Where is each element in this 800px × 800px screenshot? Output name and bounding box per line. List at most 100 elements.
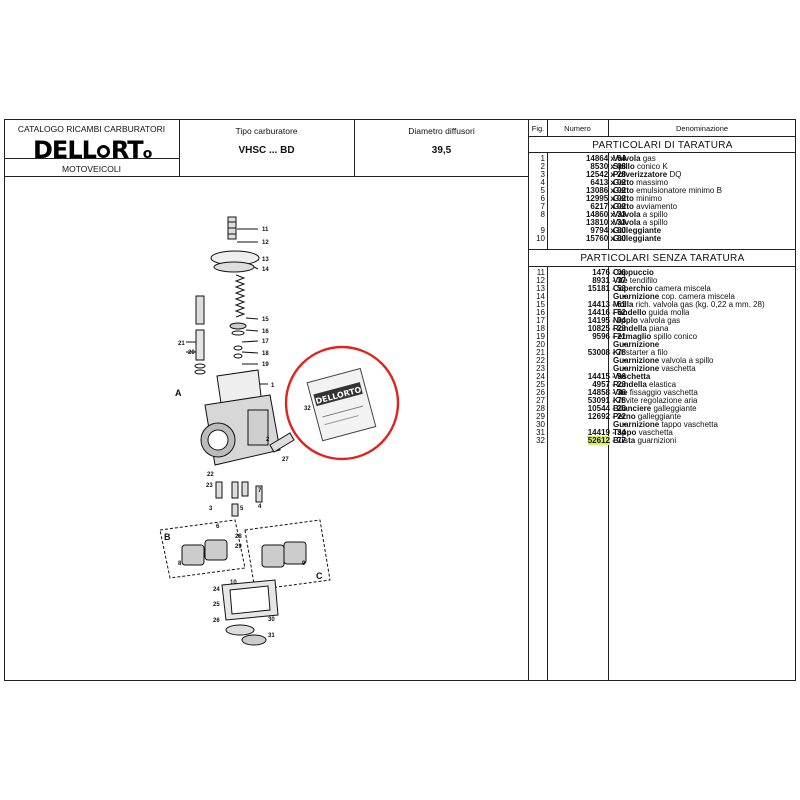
part-fig: 23 bbox=[536, 364, 545, 373]
part-number: 6413 x 02 bbox=[590, 178, 626, 187]
callout-21: 21 bbox=[178, 341, 185, 347]
part-description: Valvola a spillo bbox=[613, 210, 668, 219]
part-row: 23•Guarnizione vaschetta bbox=[529, 365, 796, 373]
callout-7: 7 bbox=[258, 488, 262, 494]
part-description: Cappuccio bbox=[613, 268, 654, 277]
callout-4: 4 bbox=[258, 504, 262, 510]
callout-29: 29 bbox=[235, 544, 242, 550]
gasket-packet: DELLORTO bbox=[306, 367, 377, 442]
callout-12: 12 bbox=[262, 240, 269, 246]
part-fig: 31 bbox=[536, 428, 545, 437]
part-description: Guarnizione tappo vaschetta bbox=[613, 420, 718, 429]
part-fig: 28 bbox=[536, 404, 545, 413]
part-number: 12692 - 22 bbox=[587, 412, 626, 421]
callout-11: 11 bbox=[262, 227, 269, 233]
part-fig: 29 bbox=[536, 412, 545, 421]
part-row: 30•Guarnizione tappo vaschetta bbox=[529, 421, 796, 429]
col-rule-b-2 bbox=[608, 266, 609, 681]
type-label: Tipo carburatore bbox=[235, 126, 298, 136]
callout-9: 9 bbox=[302, 561, 306, 567]
callout-3: 3 bbox=[209, 506, 213, 512]
callout-22: 22 bbox=[207, 472, 214, 478]
part-number: 8530 x 08 bbox=[590, 162, 626, 171]
callout-23: 23 bbox=[206, 483, 213, 489]
part-number: 6217 x 02 bbox=[590, 202, 626, 211]
part-description: Getto emulsionatore minimo B bbox=[613, 186, 722, 195]
part-number: 14416 - 52 bbox=[587, 308, 626, 317]
part-fig: 11 bbox=[536, 268, 545, 277]
part-fig: 4 bbox=[540, 178, 545, 187]
part-description: Polverizzatore DQ bbox=[613, 170, 682, 179]
highlight-circle bbox=[284, 345, 400, 461]
col-rule-b-1 bbox=[608, 152, 609, 249]
callout-15: 15 bbox=[262, 317, 269, 323]
col-rule-a-head bbox=[547, 119, 548, 136]
part-description: Guarnizione bbox=[613, 340, 660, 349]
part-description: Getto avviamento bbox=[613, 202, 678, 211]
callout-10: 10 bbox=[230, 580, 237, 586]
part-fig: 21 bbox=[536, 348, 545, 357]
callout-6: 6 bbox=[216, 524, 220, 530]
callout-20: 20 bbox=[188, 350, 195, 356]
part-fig: 2 bbox=[540, 162, 545, 171]
type-value: VHSC ... BD bbox=[238, 145, 295, 156]
part-description: Vaschetta bbox=[613, 372, 651, 381]
part-fig: 1 bbox=[540, 154, 545, 163]
part-number: 14860 x 33 bbox=[585, 210, 626, 219]
part-number: 13810 x 33 bbox=[585, 218, 626, 227]
part-fig: 10 bbox=[536, 234, 545, 243]
part-fig: 8 bbox=[540, 210, 545, 219]
callout-2: 2 bbox=[266, 437, 270, 443]
part-number: 9794 x 80 bbox=[590, 226, 626, 235]
group-label-B: B bbox=[164, 532, 171, 542]
part-number: • bbox=[623, 420, 626, 429]
part-number: 14413 - 61 bbox=[587, 300, 626, 309]
part-number: • bbox=[623, 340, 626, 349]
part-number: 14195 - 04 bbox=[587, 316, 626, 325]
part-fig: 9 bbox=[540, 226, 545, 235]
part-fig: 32 bbox=[536, 436, 545, 445]
part-description: Nipplo valvola gas bbox=[613, 316, 681, 325]
catalog-sheet bbox=[4, 119, 796, 681]
section1-rule bbox=[529, 152, 796, 153]
part-number: • bbox=[623, 292, 626, 301]
header-divider-2 bbox=[354, 119, 355, 176]
part-description: Spillo conico K bbox=[613, 162, 668, 171]
part-description: Valvola a spillo bbox=[613, 218, 668, 227]
part-number: 12542 x 28 bbox=[585, 170, 626, 179]
part-number: 14858 - 36 bbox=[587, 388, 626, 397]
part-description: Guarnizione cop. camera miscela bbox=[613, 292, 735, 301]
col-rule-b-head bbox=[608, 119, 609, 136]
col-rule-a-2 bbox=[547, 266, 548, 681]
callout-13: 13 bbox=[262, 257, 269, 263]
category-label: MOTOVEICOLI bbox=[62, 164, 121, 174]
part-number: 10825 - 23 bbox=[587, 324, 626, 333]
part-number: 14415 - 96 bbox=[587, 372, 626, 381]
part-number: 9596 - 21 bbox=[592, 332, 626, 341]
part-number: 8931 - 37 bbox=[592, 276, 626, 285]
callout-28: 28 bbox=[235, 534, 242, 540]
part-fig: 24 bbox=[536, 372, 545, 381]
col-fig-header: Fig. bbox=[531, 124, 545, 133]
part-fig: 13 bbox=[536, 284, 545, 293]
part-description: Perno galleggiante bbox=[613, 412, 682, 421]
callout-19: 19 bbox=[262, 362, 269, 368]
part-description: Rondella elastica bbox=[613, 380, 677, 389]
part-number: 12995 x 02 bbox=[585, 194, 626, 203]
cap-part bbox=[227, 216, 237, 240]
